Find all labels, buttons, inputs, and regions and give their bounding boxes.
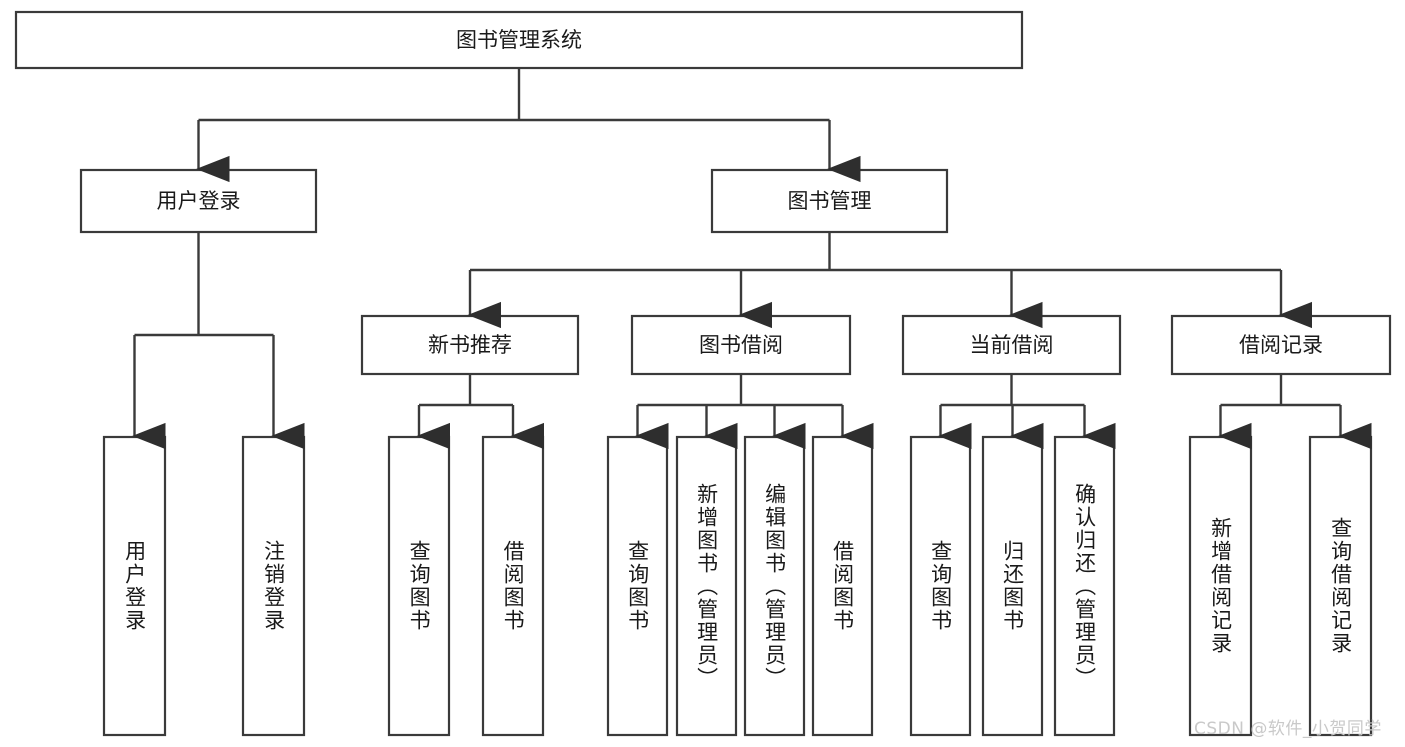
node-root[interactable] bbox=[14, 10, 1024, 70]
node-leaf-borrow-lend[interactable] bbox=[811, 435, 874, 737]
connector-layer bbox=[132, 68, 1372, 450]
csdn-watermark: CSDN @软件_小贺同学 bbox=[1194, 719, 1382, 739]
node-label-user-login: 用户登录 bbox=[157, 189, 241, 213]
node-leaf-cur-query[interactable] bbox=[909, 435, 972, 737]
node-label-borrow-record: 借阅记录 bbox=[1239, 333, 1323, 357]
node-leaf-rec-search[interactable] bbox=[1308, 435, 1373, 737]
node-leaf-user-logout[interactable] bbox=[241, 435, 306, 737]
node-leaf-rec-add[interactable] bbox=[1188, 435, 1253, 737]
node-new-book-rec[interactable] bbox=[360, 314, 580, 376]
node-leaf-rec-borrow[interactable] bbox=[481, 435, 545, 737]
node-label-new-book-rec: 新书推荐 bbox=[428, 333, 512, 357]
node-label-book-manage: 图书管理 bbox=[788, 189, 872, 213]
node-leaf-user-login[interactable] bbox=[102, 435, 167, 737]
node-label-book-borrow: 图书借阅 bbox=[699, 333, 783, 357]
node-leaf-borrow-add[interactable] bbox=[675, 435, 738, 737]
node-label-root: 图书管理系统 bbox=[456, 28, 582, 52]
node-leaf-cur-confirm[interactable] bbox=[1053, 435, 1116, 737]
node-leaf-rec-query[interactable] bbox=[387, 435, 451, 737]
node-leaf-borrow-query[interactable] bbox=[606, 435, 669, 737]
node-leaf-borrow-edit[interactable] bbox=[743, 435, 806, 737]
node-leaf-cur-return[interactable] bbox=[981, 435, 1044, 737]
node-label-current-borrow: 当前借阅 bbox=[970, 333, 1054, 357]
